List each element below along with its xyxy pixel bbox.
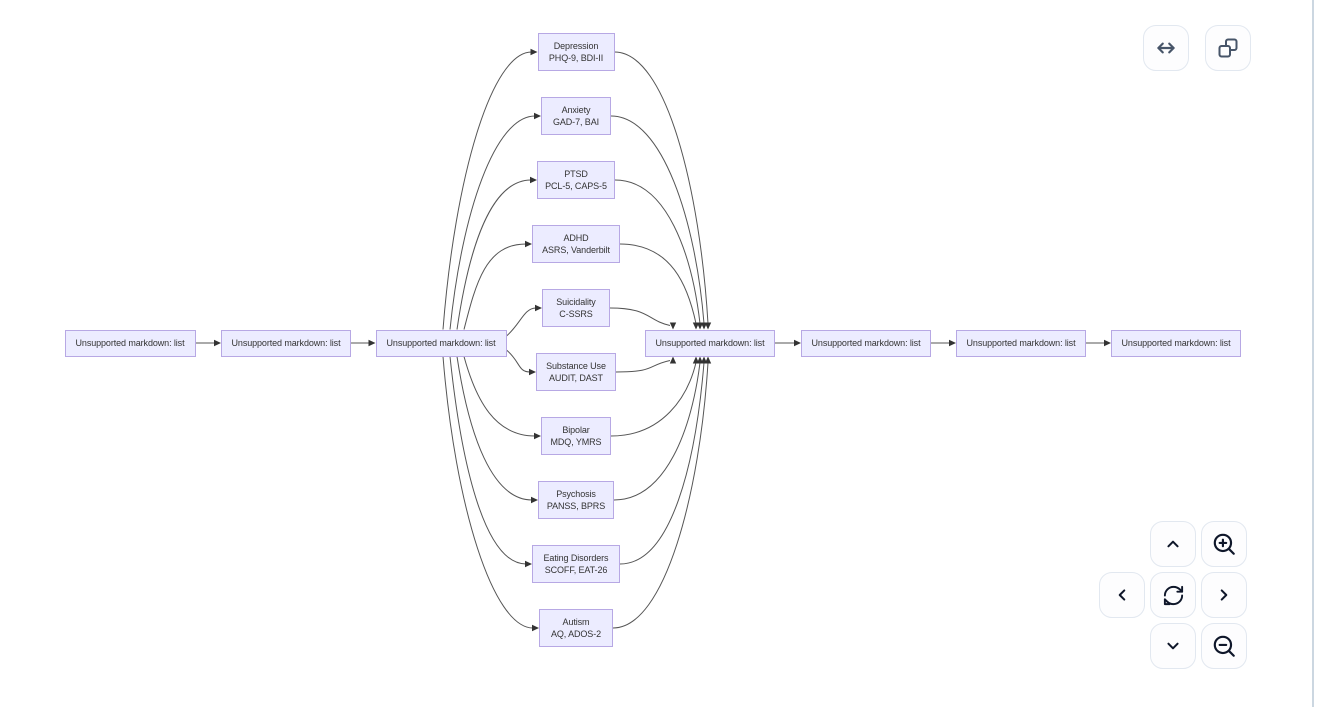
flow-node-label: SCOFF, EAT-26: [544, 565, 608, 575]
flow-node-label: Psychosis: [556, 488, 596, 499]
zoom-in-button[interactable]: [1201, 521, 1247, 567]
flow-node-label: Anxiety: [561, 104, 591, 115]
flow-node-label: ADHD: [563, 232, 589, 243]
pan-down-button[interactable]: [1150, 623, 1196, 669]
flow-node-label: Unsupported markdown: list: [1121, 337, 1231, 348]
flow-node-label: PCL-5, CAPS-5: [545, 181, 607, 191]
zoom-in-icon: [1213, 533, 1235, 555]
flow-node-label: PANSS, BPRS: [546, 501, 606, 511]
flow-node-label: Bipolar: [562, 424, 590, 435]
flow-node-label: PTSD: [564, 168, 588, 179]
pan-right-button[interactable]: [1201, 572, 1247, 618]
flow-node-label: Unsupported markdown: list: [655, 337, 765, 348]
flow-node-label: GAD-7, BAI: [552, 117, 599, 127]
flow-node-label: MDQ, YMRS: [550, 437, 602, 447]
flow-node-step6: Unsupported markdown: list: [956, 329, 1086, 357]
arrow-left-right-icon: [1157, 42, 1175, 54]
flow-node-label: Unsupported markdown: list: [75, 337, 185, 348]
flow-node-start: Unsupported markdown: list: [64, 329, 196, 357]
pan-up-button[interactable]: [1150, 521, 1196, 567]
reset-view-button[interactable]: [1150, 572, 1196, 618]
chevron-up-icon: [1167, 540, 1179, 548]
flow-node-label: PHQ-9, BDI-II: [548, 53, 604, 63]
flow-node-ptsd: PTSD PCL-5, CAPS-5: [537, 161, 615, 199]
flow-node-label: Substance Use: [546, 360, 606, 371]
copy-button[interactable]: [1205, 25, 1251, 71]
flow-node-label: Unsupported markdown: list: [231, 337, 341, 348]
flow-node-adhd: ADHD ASRS, Vanderbilt: [532, 225, 620, 263]
zoom-out-icon: [1213, 635, 1235, 657]
copy-icon: [1218, 38, 1238, 58]
flow-node-label: Suicidality: [556, 296, 596, 307]
flow-node-label: AQ, ADOS-2: [550, 629, 602, 639]
flow-node-label: AUDIT, DAST: [549, 373, 603, 383]
flow-node-router: Unsupported markdown: list: [375, 329, 507, 357]
flow-node-label: Unsupported markdown: list: [966, 337, 1076, 348]
chevron-right-icon: [1220, 589, 1228, 601]
flow-node-label: Unsupported markdown: list: [811, 337, 921, 348]
chevron-left-icon: [1118, 589, 1126, 601]
flow-node-label: Depression: [553, 40, 599, 51]
flow-node-step5: Unsupported markdown: list: [801, 329, 931, 357]
pan-left-button[interactable]: [1099, 572, 1145, 618]
flow-node-label: Eating Disorders: [543, 552, 609, 563]
flow-node-merge: Unsupported markdown: list: [645, 329, 775, 357]
fit-width-button[interactable]: [1143, 25, 1189, 71]
zoom-out-button[interactable]: [1201, 623, 1247, 669]
flow-node-label: C-SSRS: [559, 309, 593, 319]
flow-node-label: ASRS, Vanderbilt: [542, 245, 610, 255]
pane-divider[interactable]: [1312, 0, 1314, 707]
flow-node-step2: Unsupported markdown: list: [221, 329, 351, 357]
flow-node-label: Unsupported markdown: list: [386, 337, 496, 348]
refresh-icon: [1163, 585, 1183, 605]
flow-node-step7: Unsupported markdown: list: [1111, 329, 1241, 357]
flow-node-label: Autism: [562, 616, 590, 627]
chevron-down-icon: [1167, 642, 1179, 650]
